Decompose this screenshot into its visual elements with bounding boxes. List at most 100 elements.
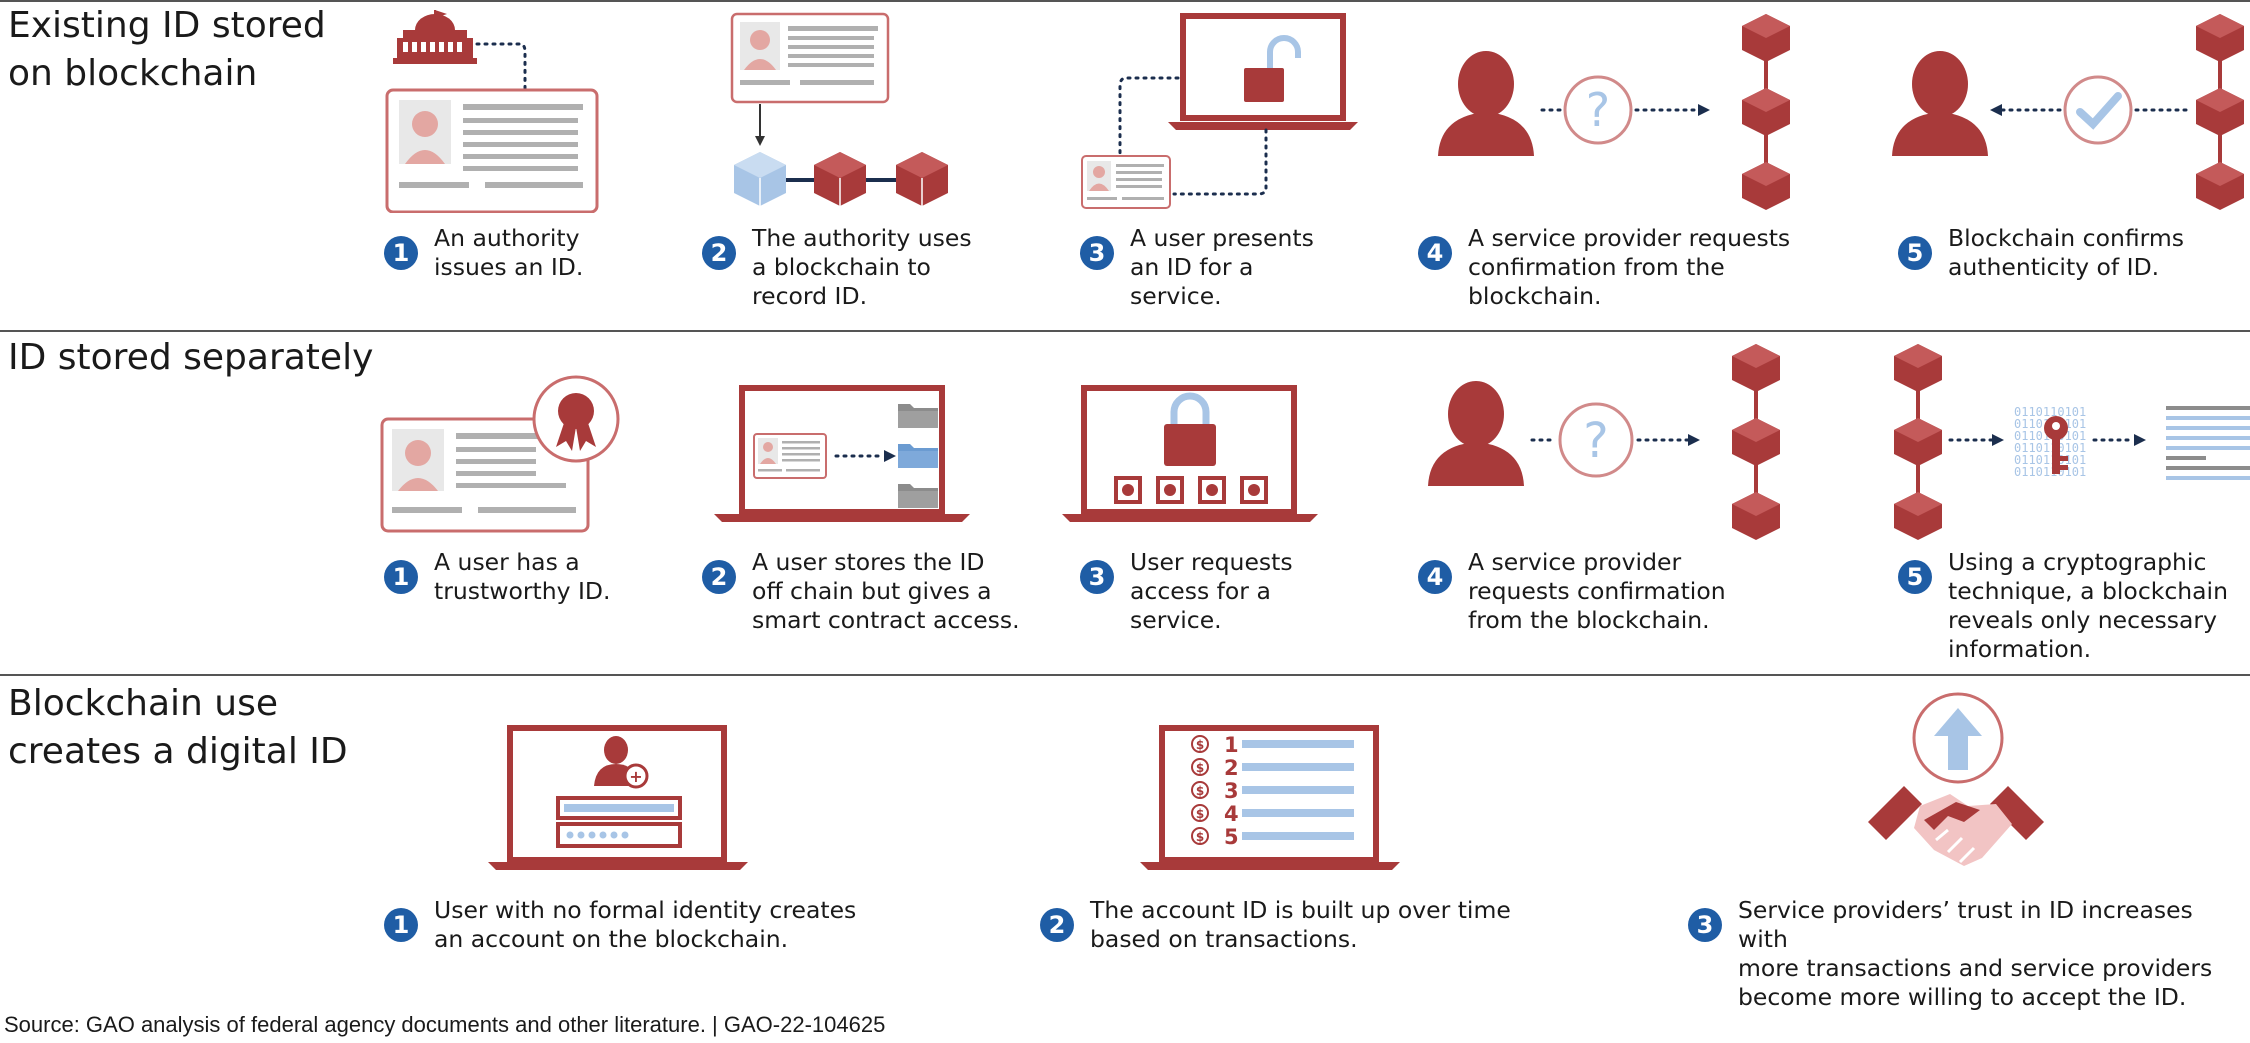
- trust-handshake-illustration: [1868, 692, 2044, 866]
- handshake-icon: [1868, 786, 2044, 866]
- transaction-row: $ 2: [1191, 756, 1354, 780]
- svg-text:$: $: [1196, 761, 1204, 775]
- padlock-icon: [1164, 392, 1216, 466]
- up-arrow-icon: [1912, 692, 2004, 784]
- step-caption: A user stores the ID off chain but gives…: [752, 548, 1020, 634]
- svg-text:0110110101: 0110110101: [2014, 405, 2086, 419]
- step-number-badge: 3: [1080, 236, 1114, 270]
- svg-text:5: 5: [1224, 825, 1239, 849]
- block-cube-icon: [734, 152, 786, 206]
- section2-step1: 1 A user has a trustworthy ID.: [384, 548, 610, 606]
- authority-issues-id-illustration: [385, 10, 599, 213]
- svg-text:3: 3: [1224, 779, 1239, 803]
- cryptographic-reveal-illustration: 0110110101 0110110101 0110110101 0110110…: [1894, 344, 2250, 540]
- step-number-badge: 3: [1688, 908, 1722, 942]
- folder-icon: [898, 444, 938, 468]
- step-number-badge: 1: [384, 560, 418, 594]
- step-caption: A user presents an ID for a service.: [1130, 224, 1314, 310]
- binary-data-icon: 0110110101 0110110101 0110110101 0110110…: [2014, 405, 2086, 479]
- step-caption: The account ID is built up over time bas…: [1090, 896, 1511, 953]
- svg-text:$: $: [1196, 807, 1204, 821]
- block-cube-icon: [896, 152, 948, 206]
- blockchain-chain-icon: [1742, 14, 1790, 210]
- step-number-badge: 2: [1040, 908, 1074, 942]
- section1-step3: 3 A user presents an ID for a service.: [1080, 224, 1314, 311]
- step-number-badge: 2: [702, 236, 736, 270]
- step-number-badge: 3: [1080, 560, 1114, 594]
- question-mark-icon: ?: [1563, 75, 1633, 145]
- section3-step3: 3 Service providers’ trust in ID increas…: [1688, 896, 2250, 1012]
- id-card-icon: [1081, 155, 1171, 209]
- step-caption: An authority issues an ID.: [434, 224, 584, 281]
- top-divider: [0, 0, 2250, 2]
- section-title-id-stored-separately: ID stored separately: [8, 337, 374, 378]
- step-number-badge: 1: [384, 908, 418, 942]
- folder-icon: [898, 404, 938, 428]
- laptop-icon: [1140, 725, 1400, 870]
- step-caption: User requests access for a service.: [1130, 548, 1293, 634]
- blockchain-chain-icon: [1894, 344, 1942, 540]
- section2-step4: 4 A service provider requests confirmati…: [1418, 548, 1726, 635]
- section1-step4: 4 A service provider requests confirmati…: [1418, 224, 1790, 311]
- block-cube-icon: [814, 152, 866, 206]
- transaction-ledger-illustration: $ 1 $ 2 $ 3 $ 4 $ 5: [1140, 725, 1400, 870]
- provider-requests-confirmation-illustration-2: ?: [1428, 344, 1780, 540]
- step-caption: User with no formal identity creates an …: [434, 896, 857, 953]
- person-icon: [1892, 51, 1988, 156]
- section1-step5: 5 Blockchain confirms authenticity of ID…: [1898, 224, 2184, 282]
- transaction-row: $ 3: [1191, 779, 1354, 803]
- government-building-icon: [393, 10, 477, 64]
- step-caption: A service provider requests confirmation…: [1468, 224, 1791, 310]
- step-caption: Service providers’ trust in ID increases…: [1738, 896, 2213, 1011]
- section-title-existing-id: Existing ID stored on blockchain: [8, 5, 326, 94]
- section2-step5: 5 Using a cryptographic technique, a blo…: [1898, 548, 2228, 664]
- question-mark-icon: ?: [1558, 402, 1634, 478]
- transaction-row: $ 1: [1191, 733, 1354, 757]
- step-number-badge: 5: [1898, 560, 1932, 594]
- svg-text:+: +: [629, 767, 642, 786]
- step-caption: A service provider requests confirmation…: [1468, 548, 1726, 634]
- transaction-row: $ 4: [1191, 802, 1354, 826]
- step-caption: Using a cryptographic technique, a block…: [1948, 548, 2228, 663]
- svg-text:0110110101: 0110110101: [2014, 453, 2086, 467]
- step-number-badge: 4: [1418, 236, 1452, 270]
- section2-step2: 2 A user stores the ID off chain but giv…: [702, 548, 1020, 635]
- svg-text:$: $: [1196, 738, 1204, 752]
- svg-text:$: $: [1196, 784, 1204, 798]
- award-ribbon-icon: [532, 375, 620, 463]
- svg-text:0110110101: 0110110101: [2014, 441, 2086, 455]
- id-card-icon: [385, 88, 599, 213]
- svg-text:0110110101: 0110110101: [2014, 465, 2086, 479]
- section-divider-1: [0, 330, 2250, 332]
- section1-step1: 1 An authority issues an ID.: [384, 224, 583, 282]
- authority-records-id-illustration: [730, 12, 948, 206]
- step-number-badge: 1: [384, 236, 418, 270]
- stores-id-off-chain-illustration: [714, 385, 970, 522]
- step-number-badge: 2: [702, 560, 736, 594]
- step-caption: A user has a trustworthy ID.: [434, 548, 611, 605]
- provider-requests-confirmation-illustration: ?: [1438, 14, 1790, 210]
- blockchain-confirms-illustration: [1892, 14, 2244, 210]
- svg-text:4: 4: [1224, 802, 1239, 826]
- step-caption: The authority uses a blockchain to recor…: [752, 224, 972, 310]
- source-note: Source: GAO analysis of federal agency d…: [4, 1012, 886, 1037]
- person-icon: [1438, 51, 1534, 156]
- step-number-badge: 4: [1418, 560, 1452, 594]
- svg-text:?: ?: [1583, 413, 1608, 469]
- id-card-icon: [380, 417, 590, 533]
- blockchain-chain-icon: [1732, 344, 1780, 540]
- step-caption: Blockchain confirms authenticity of ID.: [1948, 224, 2185, 281]
- transaction-row: $ 5: [1191, 825, 1354, 849]
- user-requests-access-illustration: [1062, 385, 1318, 522]
- section-title-digital-id: Blockchain use creates a digital ID: [8, 683, 348, 772]
- user-presents-id-illustration: [1081, 13, 1358, 209]
- id-card-icon: [753, 433, 827, 479]
- section3-step2: 2 The account ID is built up over time b…: [1040, 896, 1511, 954]
- person-icon: [1428, 381, 1524, 486]
- add-user-icon: +: [594, 736, 649, 789]
- folder-icon: [898, 484, 938, 508]
- trustworthy-id-illustration: [380, 375, 620, 533]
- login-form-icon: [556, 796, 682, 848]
- section2-step3: 3 User requests access for a service.: [1080, 548, 1293, 635]
- id-card-icon: [730, 12, 890, 104]
